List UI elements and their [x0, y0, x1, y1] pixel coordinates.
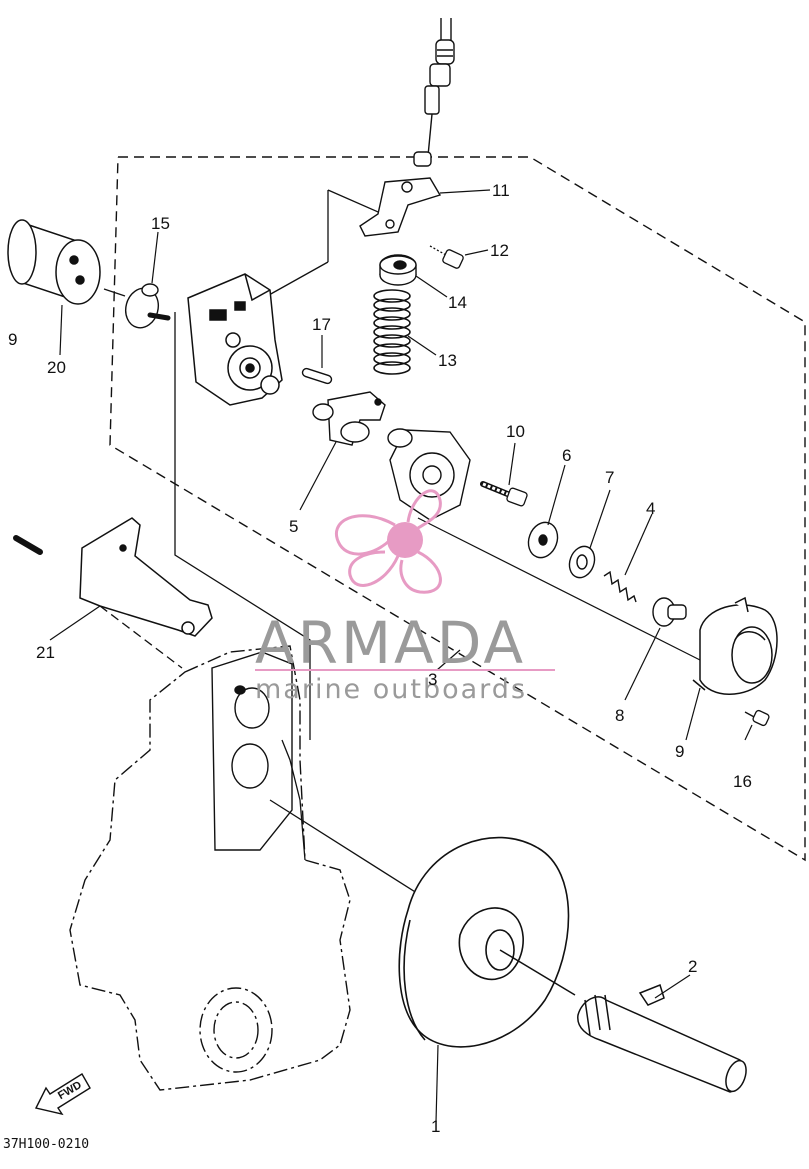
bolt-10: [480, 481, 528, 507]
callout-11: 11: [492, 181, 510, 200]
drawing-code: 37H100-0210: [3, 1137, 89, 1152]
washer-6: [527, 521, 559, 559]
spring-cap-14: [379, 254, 417, 286]
drive-disc-1: [398, 836, 570, 1048]
case-detail-lines: [99, 605, 421, 896]
gasket-bracket-lines: [174, 189, 386, 740]
plunger-8: [652, 597, 687, 627]
callout-20: 20: [47, 358, 66, 377]
governor-housing: [187, 273, 283, 406]
callout-9: 9: [675, 742, 684, 761]
washer-15: [125, 283, 171, 329]
callout-16: 16: [733, 772, 752, 791]
leader-line-sleeve: [103, 288, 126, 297]
callout-17: 17: [312, 315, 331, 334]
callout-9-cropped: 9: [8, 330, 17, 349]
propeller-logo-icon: [334, 489, 442, 594]
pin-17: [301, 367, 333, 385]
bolt-16: [744, 709, 770, 727]
callout-8: 8: [615, 706, 624, 725]
assembly-dashed-outline: [109, 156, 806, 862]
spring-4: [603, 570, 637, 603]
bracket-21: [13, 517, 213, 637]
callout-14: 14: [448, 293, 467, 312]
watermark-brand: ARMADA: [255, 609, 526, 677]
callout-12: 12: [490, 241, 509, 260]
callout-15: 15: [151, 214, 170, 233]
callout-7: 7: [605, 468, 614, 487]
impeller-housing: [387, 428, 471, 521]
callout-21: 21: [36, 643, 55, 662]
callout-4: 4: [646, 499, 655, 518]
callout-1: 1: [431, 1117, 440, 1136]
callout-3: 3: [428, 670, 437, 689]
callout-10: 10: [506, 422, 525, 441]
callout-leader-lines: [49, 189, 753, 1123]
callout-labels: 1 2 3 4 5 6 7 8 9 10 11 12 13 14 15 16 1…: [8, 181, 752, 1136]
bolt-12: [429, 245, 464, 269]
engine-case-outline: [69, 645, 351, 1091]
shaft-and-key-2: [499, 949, 747, 1093]
lever-shaft-5: [312, 391, 386, 446]
cover-9: [692, 596, 778, 695]
callout-6: 6: [562, 446, 571, 465]
throttle-cable: [413, 18, 455, 167]
spring-13: [373, 289, 411, 375]
sleeve-20: [7, 219, 101, 305]
callout-2: 2: [688, 957, 697, 976]
fwd-arrow-icon: FWD: [34, 1073, 91, 1116]
callout-5: 5: [289, 517, 298, 536]
armada-watermark: ARMADA marine outboards: [255, 489, 555, 705]
callout-13: 13: [438, 351, 457, 370]
ring-7: [568, 545, 596, 579]
lever-bracket-11: [359, 177, 442, 237]
watermark-tagline: marine outboards: [255, 674, 527, 705]
